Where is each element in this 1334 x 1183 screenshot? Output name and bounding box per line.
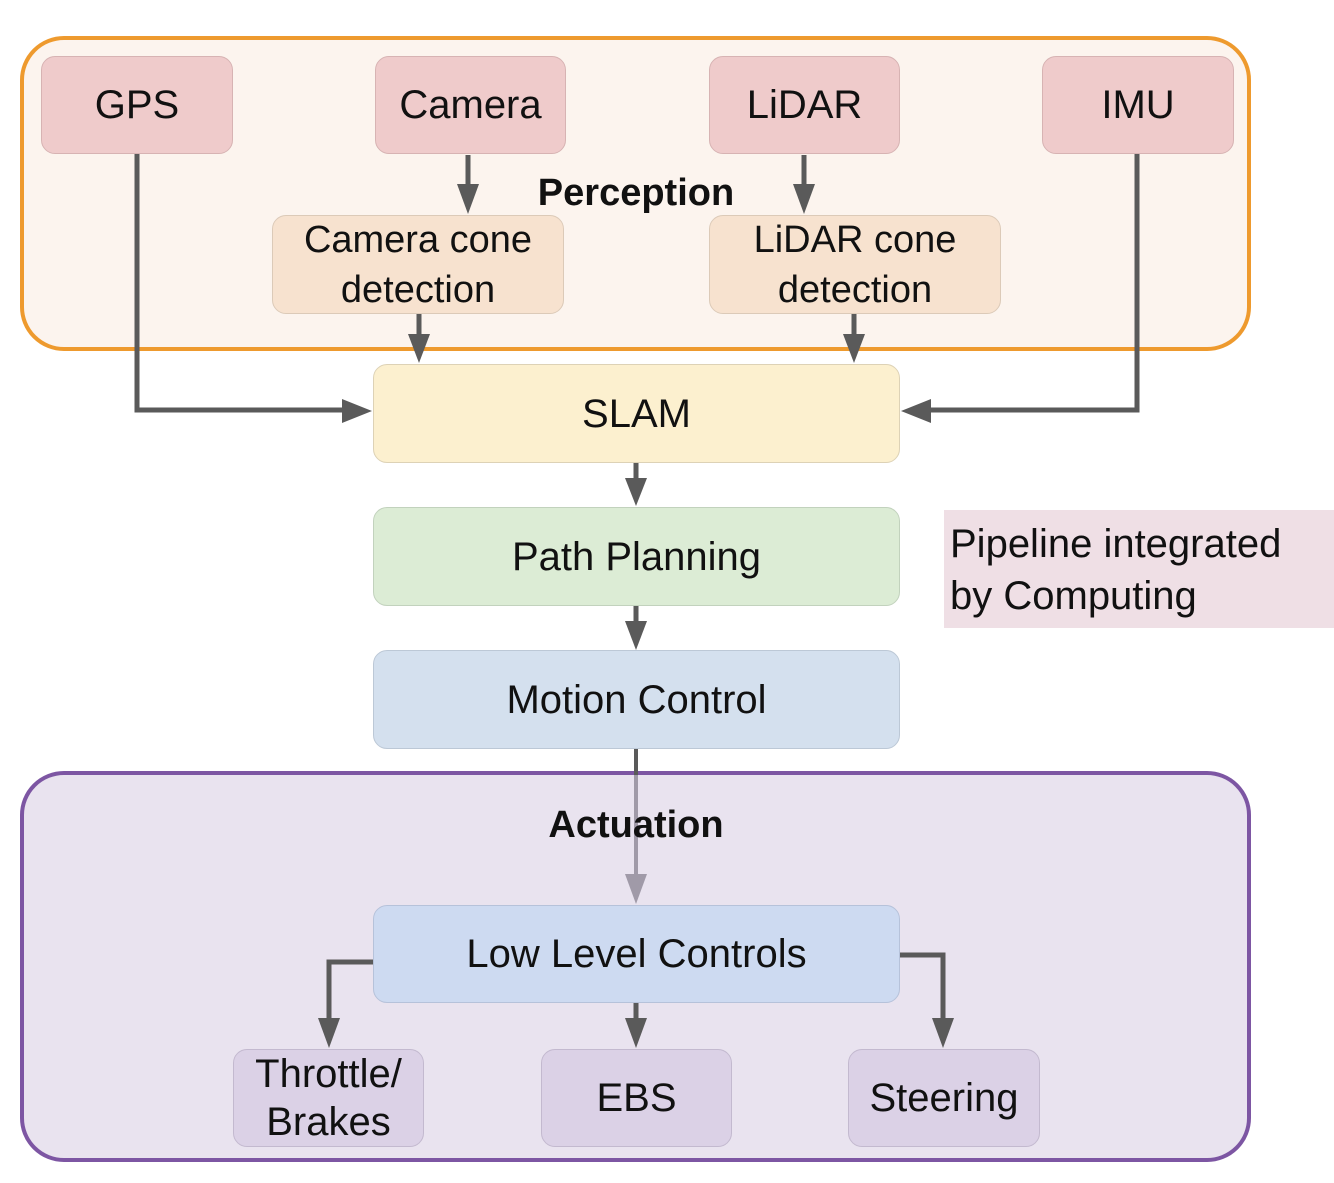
node-motion-control[interactable]: Motion Control — [373, 650, 900, 749]
node-imu[interactable]: IMU — [1042, 56, 1234, 154]
node-throttle-brakes-line-2: Brakes — [266, 1100, 391, 1144]
node-lidar[interactable]: LiDAR — [709, 56, 900, 154]
node-ebs[interactable]: EBS — [541, 1049, 732, 1147]
node-lidar-label: LiDAR — [746, 83, 863, 127]
node-lidar-cone-detection[interactable]: LiDAR cone detection — [709, 215, 1001, 314]
node-ebs-label: EBS — [596, 1076, 677, 1120]
node-lidar-cone-detection-line-1: LiDAR cone — [753, 218, 957, 261]
actuation-title: Actuation — [548, 804, 724, 846]
node-gps[interactable]: GPS — [41, 56, 233, 154]
perception-title: Perception — [537, 172, 735, 214]
node-throttle-brakes-line-1: Throttle/ — [255, 1052, 402, 1096]
pipeline-note: Pipeline integrated by Computing — [944, 510, 1334, 628]
node-camera[interactable]: Camera — [375, 56, 566, 154]
arrowhead — [625, 621, 647, 650]
pipeline-note-line-2: by Computing — [950, 574, 1197, 618]
arrowhead — [901, 399, 931, 423]
node-path-planning-label: Path Planning — [511, 534, 762, 579]
arrowhead — [625, 478, 647, 506]
node-imu-label: IMU — [1101, 83, 1175, 127]
node-low-level-controls-label: Low Level Controls — [466, 932, 807, 976]
pipeline-note-line-1: Pipeline integrated — [950, 522, 1282, 566]
node-gps-label: GPS — [94, 83, 180, 127]
node-throttle-brakes[interactable]: Throttle/ Brakes — [233, 1049, 424, 1147]
node-motion-control-label: Motion Control — [506, 677, 767, 722]
node-slam-label: SLAM — [582, 391, 691, 436]
node-camera-cone-detection[interactable]: Camera cone detection — [272, 215, 564, 314]
node-steering[interactable]: Steering — [848, 1049, 1040, 1147]
node-camera-label: Camera — [399, 83, 542, 127]
node-camera-cone-detection-line-2: detection — [340, 268, 496, 311]
arrowhead — [342, 399, 372, 423]
node-path-planning[interactable]: Path Planning — [373, 507, 900, 606]
node-slam[interactable]: SLAM — [373, 364, 900, 463]
node-steering-label: Steering — [869, 1076, 1019, 1120]
node-low-level-controls[interactable]: Low Level Controls — [373, 905, 900, 1003]
node-lidar-cone-detection-line-2: detection — [777, 268, 933, 311]
node-camera-cone-detection-line-1: Camera cone — [303, 218, 533, 261]
